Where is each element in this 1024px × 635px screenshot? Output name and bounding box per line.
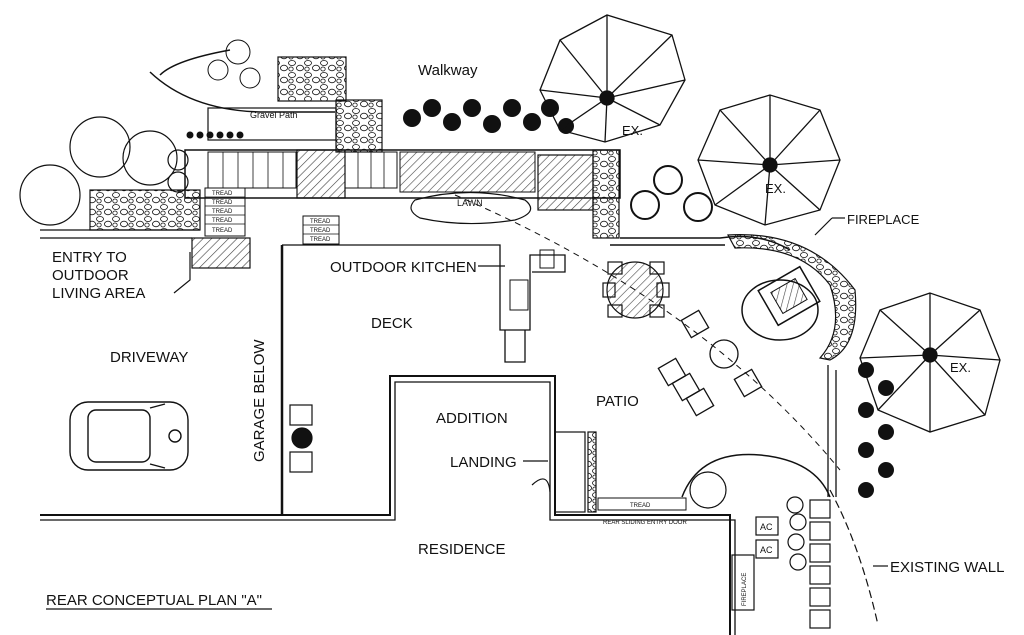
patio-planter-arc — [681, 453, 831, 498]
ornamental-grass-top — [207, 39, 261, 89]
outdoor-kitchen-label: OUTDOOR KITCHEN — [330, 259, 477, 276]
lawn-label: LAWN — [457, 198, 483, 208]
ex-label-2: EX. — [765, 181, 786, 196]
plan-title: REAR CONCEPTUAL PLAN "A" — [46, 592, 262, 609]
patio-dashed-arc — [454, 194, 841, 471]
tread-label-1: TREAD — [212, 191, 233, 197]
landing-structure — [531, 431, 597, 513]
car-top-view — [69, 401, 189, 471]
boundary-wall-upper — [620, 235, 791, 251]
ac-label-1: AC — [760, 522, 773, 532]
tread-label-3: TREAD — [212, 209, 233, 215]
patio-label: PATIO — [596, 393, 639, 410]
residence-walls — [40, 244, 736, 635]
gravel-path-label: Gravel Path — [250, 110, 298, 120]
ac-units — [755, 516, 779, 559]
tread-stack-left: TREAD TREAD TREAD TREAD TREAD — [204, 187, 246, 237]
walkway-band — [184, 149, 621, 199]
patio-dining-set — [602, 261, 670, 319]
tree-cluster-left — [19, 116, 189, 226]
tread-label-6: TREAD — [310, 219, 331, 225]
tread-label-2: TREAD — [212, 200, 233, 206]
ex-label-3: EX. — [950, 360, 971, 375]
shrubs-lower-right — [786, 496, 807, 571]
patio-lounge-chairs — [657, 309, 763, 417]
entry-label-2: OUTDOOR — [52, 267, 129, 284]
rear-sliding-door-label: REAR SLIDING ENTRY DOOR — [603, 520, 687, 526]
addition-label: ADDITION — [436, 410, 508, 427]
shrub-row-walkway — [403, 99, 574, 134]
tread-label-8: TREAD — [310, 237, 331, 243]
deck-furniture — [289, 404, 313, 473]
tread-label-7: TREAD — [310, 228, 331, 234]
fireplace-label-lower: FIREPLACE — [742, 573, 748, 606]
walkway-label: Walkway — [418, 62, 478, 79]
fireplace-box — [757, 265, 821, 327]
tread-label-5: TREAD — [212, 228, 233, 234]
round-shrubs-upper — [630, 165, 713, 222]
stone-strip-top — [277, 56, 347, 102]
fireplace-seat-wall — [727, 234, 857, 361]
deck-label: DECK — [371, 315, 413, 332]
existing-tree-1 — [539, 14, 686, 143]
garage-below-label: GARAGE BELOW — [251, 339, 268, 462]
tread-label-4: TREAD — [212, 218, 233, 224]
stone-strip-mid — [335, 99, 383, 153]
residence-label: RESIDENCE — [418, 541, 506, 558]
landing-label: LANDING — [450, 454, 517, 471]
left-planter-band — [89, 189, 201, 231]
tread-stack-mid: TREAD TREAD TREAD — [302, 215, 340, 245]
tread-label-door: TREAD — [630, 503, 651, 509]
fireplace-label-upper: FIREPLACE — [847, 212, 920, 227]
entry-label-1: ENTRY TO — [52, 249, 127, 266]
driveway-label: DRIVEWAY — [110, 349, 188, 366]
shrub-column-right — [858, 362, 894, 498]
shrub-row-gravel — [186, 131, 244, 139]
existing-tree-2 — [697, 94, 841, 226]
ac-label-2: AC — [760, 545, 773, 555]
tread-sliding-door — [597, 497, 687, 511]
stepping-pads — [809, 499, 831, 629]
existing-wall-curve — [829, 489, 879, 626]
patio-planter-shrub — [689, 471, 727, 509]
fireplace-lower-box — [731, 554, 755, 611]
ex-label-1: EX. — [622, 123, 643, 138]
existing-tree-3 — [859, 292, 1001, 433]
gravel-path-curve — [149, 71, 335, 113]
leader-lines — [173, 252, 888, 567]
entry-label-3: LIVING AREA — [52, 285, 145, 302]
lawn-shape — [410, 191, 532, 225]
fireplace-pad — [741, 279, 819, 341]
tread-columns-top — [207, 151, 398, 189]
existing-wall-label: EXISTING WALL — [890, 559, 1004, 576]
